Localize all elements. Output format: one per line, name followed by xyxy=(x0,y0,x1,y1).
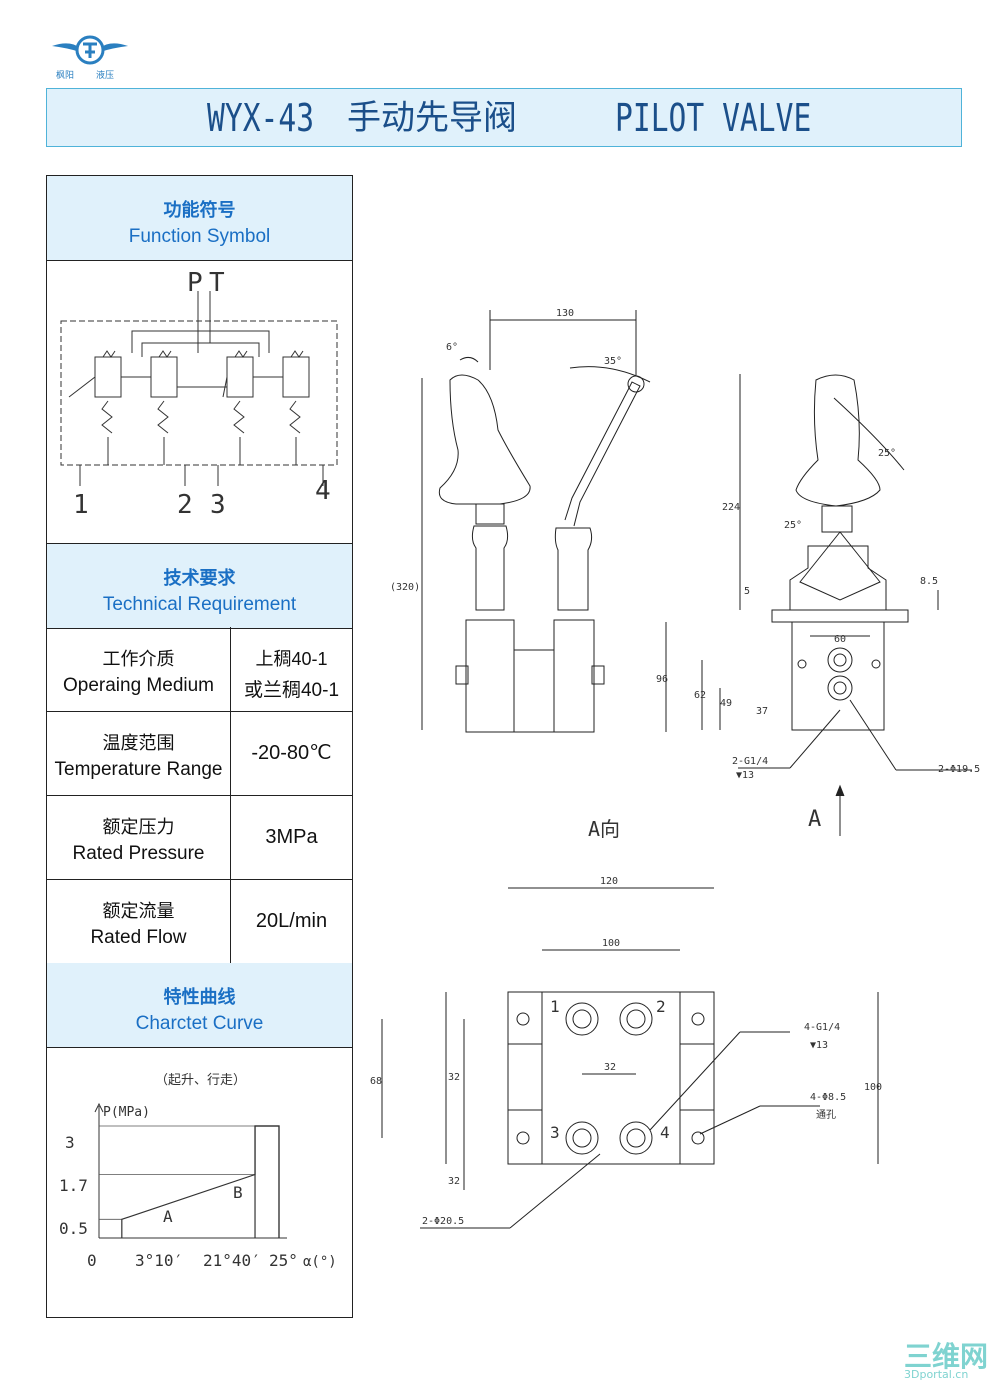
technical-cn: 技术要求 xyxy=(163,568,236,589)
hole-label-8-5: 4-Φ8.5 xyxy=(810,1092,846,1103)
watermark-main: 三维网 xyxy=(904,1340,989,1373)
dim-angle-6: 6° xyxy=(446,342,458,353)
dim-320: (320) xyxy=(390,582,420,593)
dim-100: 100 xyxy=(602,938,620,949)
technical-drawing: 130 6° 35° (320) 224 25° 25° 5 8.5 60 96… xyxy=(370,308,980,1229)
dim-60: 60 xyxy=(834,634,846,645)
dim-224: 224 xyxy=(722,502,740,513)
hole-label-through: 通孔 xyxy=(816,1109,836,1121)
dim-68: 68 xyxy=(370,1076,382,1087)
model-number: WYX-43 xyxy=(207,96,315,140)
y-tick-label: 1.7 xyxy=(59,1176,88,1195)
dim-32-a: 32 xyxy=(448,1072,460,1083)
port-number-2: 2 xyxy=(656,997,666,1016)
spec-value: 3MPa xyxy=(265,826,318,848)
spec-label-cn: 工作介质 xyxy=(102,649,175,669)
symbol-port-4: 4 xyxy=(315,476,331,506)
dim-angle-35: 35° xyxy=(604,356,622,367)
view-label: A向 xyxy=(588,817,620,841)
view-arrow-label: A xyxy=(808,807,821,832)
spec-label-cn: 额定流量 xyxy=(102,901,175,921)
dim-angle-25a: 25° xyxy=(878,448,896,459)
dim-8-5: 8.5 xyxy=(920,576,938,587)
function-symbol-header: 功能符号 Function Symbol xyxy=(47,176,352,261)
symbol-port-1: 1 xyxy=(73,490,89,520)
dim-62: 62 xyxy=(694,690,706,701)
port-label-g14: 2-G1/4 xyxy=(732,756,768,767)
spec-value-line2: 或兰稠40-1 xyxy=(243,680,340,701)
title-cn: 手动先导阀 xyxy=(347,98,517,138)
spec-value-line1: 上稠40-1 xyxy=(255,649,328,669)
dim-dia-19-5: 2-Φ19.5 xyxy=(938,764,980,775)
spec-row-medium: 工作介质 Operaing Medium 上稠40-1 或兰稠40-1 xyxy=(47,627,352,712)
logo-caption-left: 枫阳 xyxy=(56,71,75,81)
x-tick-label: 25° xyxy=(269,1251,298,1270)
dim-32-b: 32 xyxy=(448,1176,460,1187)
curve-en: Charctet Curve xyxy=(135,1013,264,1034)
title-en: PILOT VALVE xyxy=(615,96,812,140)
region-label-b: B xyxy=(233,1183,243,1202)
port-label-4g14-depth: ▼13 xyxy=(810,1040,828,1051)
port-number-3: 3 xyxy=(550,1123,560,1142)
symbol-port-t: T xyxy=(209,268,225,298)
dim-angle-25b: 25° xyxy=(784,520,802,531)
port-label-depth: ▼13 xyxy=(736,770,754,781)
technical-en: Technical Requirement xyxy=(102,594,297,615)
spec-label-en: Rated Flow xyxy=(90,927,187,948)
dim-32: 32 xyxy=(604,1062,616,1073)
dim-49: 49 xyxy=(720,698,732,709)
spec-row-temperature: 温度范围 Temperature Range -20-80℃ xyxy=(47,711,352,796)
spec-panel: 功能符号 Function Symbol P T xyxy=(46,175,353,1318)
dim-5: 5 xyxy=(744,586,750,597)
logo-emblem-icon xyxy=(52,35,128,65)
function-symbol-cn: 功能符号 xyxy=(163,200,236,221)
spec-row-pressure: 额定压力 Rated Pressure 3MPa xyxy=(47,795,352,880)
y-axis-label: P(MPa) xyxy=(103,1105,150,1120)
spec-label-en: Temperature Range xyxy=(54,759,223,780)
port-label-4g14: 4-G1/4 xyxy=(804,1022,840,1033)
port-number-1: 1 xyxy=(550,997,560,1016)
dim-130: 130 xyxy=(556,308,574,319)
symbol-port-p: P xyxy=(187,268,203,298)
dim-100-h: 100 xyxy=(864,1082,882,1093)
x-tick-label: 0 xyxy=(87,1251,97,1270)
curve-cn: 特性曲线 xyxy=(163,987,236,1008)
dim-120: 120 xyxy=(600,876,618,887)
spec-value: -20-80℃ xyxy=(251,742,332,764)
title-bar: WYX-43 手动先导阀 PILOT VALVE xyxy=(46,88,962,147)
characteristic-curve-chart: （起升、行走） P(MPa) 3 1.7 0.5 0 3°10′ 21°40′ … xyxy=(59,1073,337,1270)
watermark-sub: 3Dportal.cn xyxy=(904,1368,969,1381)
series-b-line xyxy=(254,1125,280,1238)
spec-label-en: Rated Pressure xyxy=(72,843,205,864)
logo-caption-right: 液压 xyxy=(96,71,115,81)
y-tick-label: 3 xyxy=(65,1133,75,1152)
hydraulic-symbol-diagram: P T 1 2 3 4 xyxy=(60,268,338,520)
curve-header: 特性曲线 Charctet Curve xyxy=(47,963,352,1048)
spec-label-cn: 温度范围 xyxy=(102,733,175,753)
dim-dia-20-5: 2-Φ20.5 xyxy=(422,1216,464,1227)
spec-value: 20L/min xyxy=(255,910,328,932)
spec-label-cn: 额定压力 xyxy=(102,817,175,837)
x-tick-label: 21°40′ xyxy=(203,1251,261,1270)
symbol-port-2: 2 xyxy=(177,490,193,520)
function-symbol-en: Function Symbol xyxy=(128,226,271,247)
port-number-4: 4 xyxy=(660,1123,670,1142)
spec-label-en: Operaing Medium xyxy=(62,675,215,696)
dim-96: 96 xyxy=(656,674,668,685)
x-axis-label: α(°) xyxy=(303,1254,337,1270)
symbol-port-3: 3 xyxy=(210,490,226,520)
chart-title: （起升、行走） xyxy=(155,1073,246,1088)
y-tick-label: 0.5 xyxy=(59,1219,88,1238)
region-label-a: A xyxy=(163,1207,173,1226)
x-tick-label: 3°10′ xyxy=(135,1251,183,1270)
company-logo: 枫阳 液压 xyxy=(50,30,130,82)
technical-header: 技术要求 Technical Requirement xyxy=(47,543,352,629)
spec-row-flow: 额定流量 Rated Flow 20L/min xyxy=(47,879,352,964)
dim-37: 37 xyxy=(756,706,768,717)
